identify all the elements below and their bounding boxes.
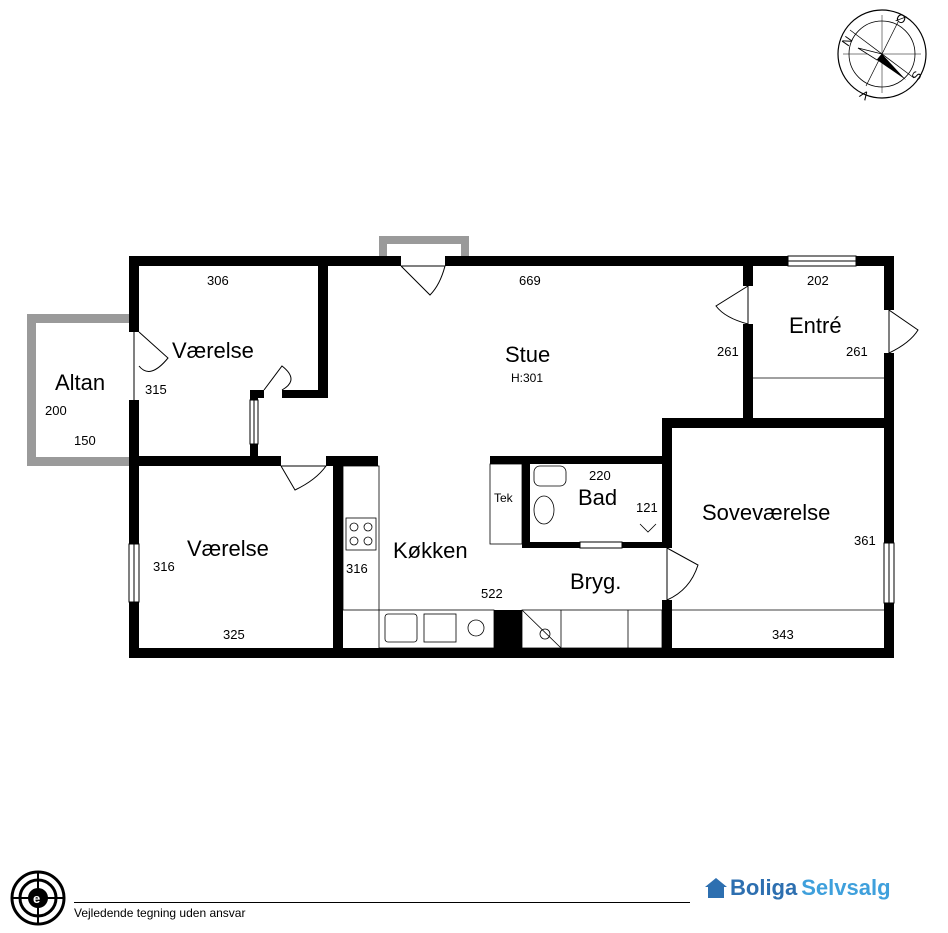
compass-v: V	[857, 87, 872, 103]
room-sovevaerelse-depth: 361	[854, 533, 876, 548]
room-altan-dim-b: 150	[74, 433, 96, 448]
brand-part-1: Boliga	[730, 875, 798, 900]
footer-divider	[74, 902, 690, 903]
svg-text:e: e	[33, 891, 40, 906]
room-stue-width: 669	[519, 273, 541, 288]
room-bad-width: 220	[589, 468, 611, 483]
room-tek-label: Tek	[494, 491, 514, 505]
fixtures	[342, 377, 884, 649]
doors	[133, 265, 919, 601]
room-entre-label: Entré	[789, 313, 842, 338]
room-altan-label: Altan	[55, 370, 105, 395]
room-vaerelse-top-height: 315	[145, 382, 167, 397]
room-vaerelse-top-label: Værelse	[172, 338, 254, 363]
room-kokken-width: 522	[481, 586, 503, 601]
room-vaerelse-bottom-height: 316	[153, 559, 175, 574]
compass-rose: N Ø S V	[837, 9, 927, 103]
room-stue-depth: 261	[717, 344, 739, 359]
room-bad-depth: 121	[636, 500, 658, 515]
niche-outline	[379, 236, 469, 260]
balcony-outline	[27, 314, 131, 466]
room-bad-label: Bad	[578, 485, 617, 510]
room-altan-dim-a: 200	[45, 403, 67, 418]
room-entre-depth: 261	[846, 344, 868, 359]
footer-disclaimer: Vejledende tegning uden ansvar	[74, 906, 246, 920]
walls	[129, 256, 894, 658]
brand-part-2: Selvsalg	[801, 875, 891, 900]
room-vaerelse-bottom-width: 325	[223, 627, 245, 642]
room-kokken-label: Køkken	[393, 538, 468, 563]
room-sovevaerelse-width: 343	[772, 627, 794, 642]
room-entre-width: 202	[807, 273, 829, 288]
house-icon	[705, 878, 727, 898]
room-vaerelse-bottom-label: Værelse	[187, 536, 269, 561]
compass-o: Ø	[894, 10, 909, 27]
room-stue-height: H:301	[511, 371, 543, 385]
e-logo-icon: e	[10, 870, 66, 926]
compass-n: N	[839, 34, 855, 49]
room-stue-label: Stue	[505, 342, 550, 367]
windows	[128, 255, 895, 604]
room-kokken-height: 316	[346, 561, 368, 576]
room-vaerelse-top-width: 306	[207, 273, 229, 288]
room-sovevaerelse-label: Soveværelse	[702, 500, 830, 525]
room-bryg-label: Bryg.	[570, 569, 621, 594]
